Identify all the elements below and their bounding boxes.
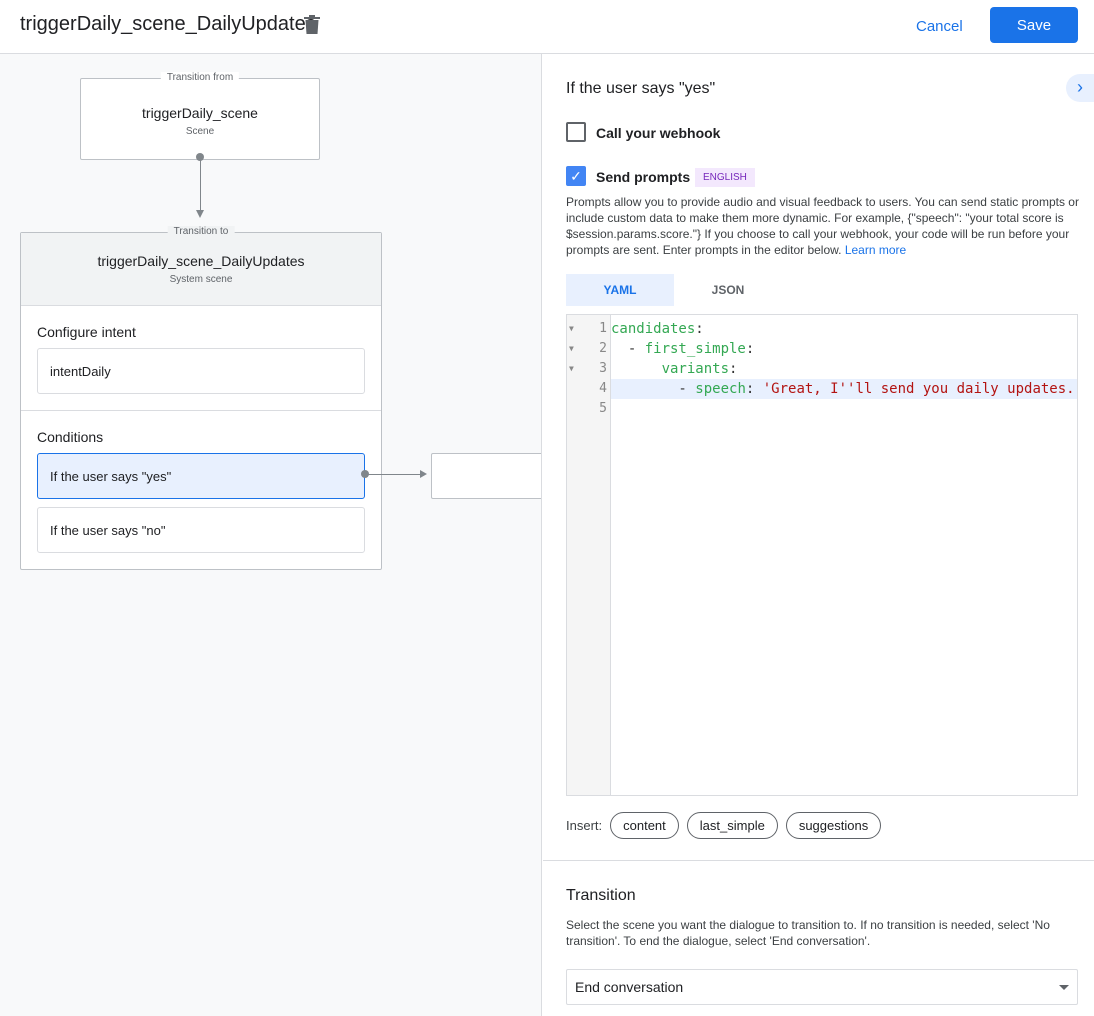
condition-item[interactable]: If the user says "yes" [37, 453, 365, 499]
language-badge: ENGLISH [695, 168, 755, 187]
condition-item[interactable]: If the user says "no" [37, 507, 365, 553]
insert-suggestions-chip[interactable]: suggestions [785, 812, 882, 839]
chevron-right-icon[interactable]: › [1066, 74, 1094, 102]
section-heading: Conditions [37, 429, 104, 445]
webhook-checkbox[interactable] [566, 122, 586, 142]
connector-dot [196, 153, 204, 161]
fold-icon[interactable]: ▼ [569, 364, 574, 373]
line-number: 5 [599, 401, 607, 416]
transition-target-node[interactable] [431, 453, 541, 499]
code-line[interactable] [611, 399, 1077, 419]
node-name: triggerDaily_scene_DailyUpdates [97, 253, 305, 269]
connector-line [200, 158, 201, 214]
editor-gutter [567, 315, 611, 795]
page-title: triggerDaily_scene_DailyUpdates [20, 13, 316, 35]
webhook-label: Call your webhook [596, 125, 721, 141]
node-name: triggerDaily_scene [142, 105, 258, 121]
transition-description: Select the scene you want the dialogue t… [566, 918, 1050, 948]
conditions-section: Conditions If the user says "yes" If the… [21, 411, 381, 553]
insert-label: Insert: [566, 818, 603, 833]
trash-icon[interactable] [304, 15, 320, 34]
description-text: Prompts allow you to provide audio and v… [566, 195, 1079, 257]
code-line[interactable]: - first_simple: [611, 341, 755, 357]
tab-yaml[interactable]: YAML [566, 274, 674, 306]
panel-heading: If the user says "yes" [566, 80, 716, 97]
node-label: Transition to [167, 226, 235, 237]
tab-json[interactable]: JSON [711, 283, 745, 297]
code-line[interactable]: candidates: [611, 321, 704, 337]
line-number: ▼3 [567, 359, 611, 379]
line-number: 4 [599, 381, 607, 396]
line-number: ▼2 [567, 339, 611, 359]
arrow-down-icon [196, 210, 204, 218]
cancel-button[interactable]: Cancel [906, 14, 973, 39]
prompts-description: Prompts allow you to provide audio and v… [566, 194, 1086, 258]
code-line[interactable]: - speech: 'Great, I''ll send you daily u… [611, 379, 1077, 399]
transition-to-node: Transition to triggerDaily_scene_DailyUp… [20, 226, 382, 570]
transition-heading: Transition [566, 887, 636, 904]
learn-more-link[interactable]: Learn more [844, 243, 907, 257]
connector-line [365, 474, 423, 475]
save-button[interactable]: Save [990, 7, 1078, 43]
section-heading: Configure intent [37, 324, 136, 340]
node-type: Scene [185, 126, 215, 137]
node-type: System scene [169, 274, 233, 285]
scene-canvas: Transition from triggerDaily_scene Scene… [0, 54, 542, 1016]
fold-icon[interactable]: ▼ [569, 324, 574, 333]
transition-from-node[interactable]: Transition from triggerDaily_scene Scene [80, 72, 320, 160]
node-label: Transition from [160, 72, 240, 83]
code-line[interactable]: variants: [661, 361, 738, 377]
transition-select[interactable]: End conversation [566, 969, 1078, 1005]
send-prompts-label: Send prompts [596, 169, 691, 185]
intent-item[interactable]: intentDaily [37, 348, 365, 394]
transition-selected-value: End conversation [575, 979, 684, 995]
connector-dot [361, 470, 369, 478]
line-number: ▼1 [567, 319, 611, 339]
top-bar: triggerDaily_scene_DailyUpdates Cancel S… [0, 0, 1094, 54]
dropdown-caret-icon [1059, 985, 1069, 990]
insert-content-chip[interactable]: content [610, 812, 679, 839]
fold-icon[interactable]: ▼ [569, 344, 574, 353]
arrow-right-icon [420, 470, 427, 478]
configure-intent-section: Configure intent intentDaily [21, 306, 381, 394]
send-prompts-checkbox[interactable]: ✓ [566, 166, 586, 186]
node-header: triggerDaily_scene_DailyUpdates System s… [21, 233, 381, 306]
insert-last-simple-chip[interactable]: last_simple [686, 812, 778, 839]
insert-bar: Insert: content last_simple suggestions [566, 812, 882, 839]
condition-panel: › If the user says "yes" Call your webho… [543, 54, 1094, 1016]
